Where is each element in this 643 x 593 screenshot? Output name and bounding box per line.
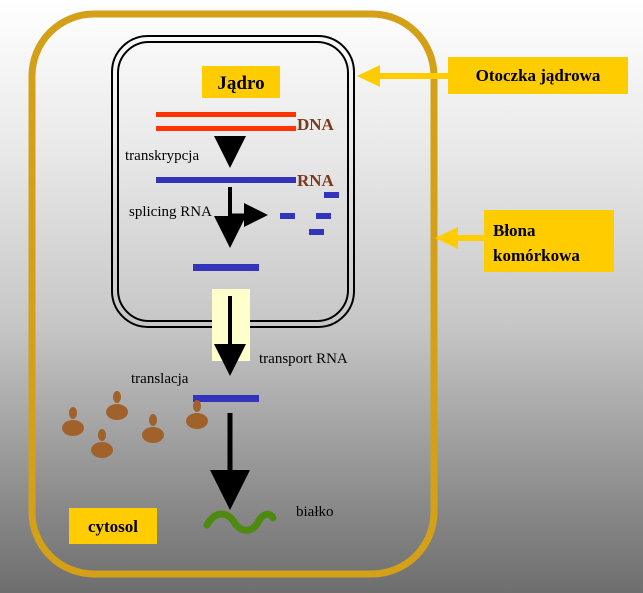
dna-label: DNA: [297, 115, 335, 134]
cytosolic-mrna: [193, 395, 259, 402]
nuclear-envelope-pointer-arrow: [357, 65, 448, 87]
ribosome: [186, 400, 208, 429]
nuclear-envelope-label: Otoczka jądrowa: [476, 66, 601, 85]
ribosome: [106, 391, 128, 420]
intron-fragment: [280, 213, 295, 219]
cytosol-label: cytosol: [88, 517, 138, 536]
intron-fragment: [324, 192, 339, 198]
cell-membrane-label-line2: komórkowa: [493, 246, 580, 265]
protein-label: białko: [296, 504, 334, 520]
cell-membrane-label-box: [484, 210, 614, 272]
dna-strand-top: [156, 112, 296, 117]
cell-membrane: [28, 10, 438, 578]
nucleus-label-box: [202, 66, 280, 98]
intron-fragment: [316, 213, 331, 219]
mature-mrna: [193, 264, 259, 271]
cell-membrane-label-line1: Błona: [493, 221, 536, 240]
transport-label: transport RNA: [259, 351, 348, 367]
protein-chain: [203, 510, 277, 534]
intron-fragment: [309, 229, 324, 235]
dna-strand-bottom: [156, 126, 296, 131]
nuclear-envelope-label-box: [448, 57, 628, 94]
ribosome: [62, 407, 84, 436]
translation-label: translacja: [131, 371, 189, 387]
ribosome: [91, 429, 113, 458]
rna-strand: [156, 177, 296, 183]
cytosol-label-box: [69, 508, 157, 544]
transcription-label: transkrypcja: [125, 148, 199, 164]
nucleus-label: Jądro: [217, 73, 264, 94]
cell-membrane-pointer-arrow: [435, 227, 484, 249]
rna-label: RNA: [297, 171, 335, 190]
splicing-label: splicing RNA: [129, 204, 212, 220]
ribosome: [142, 414, 164, 443]
